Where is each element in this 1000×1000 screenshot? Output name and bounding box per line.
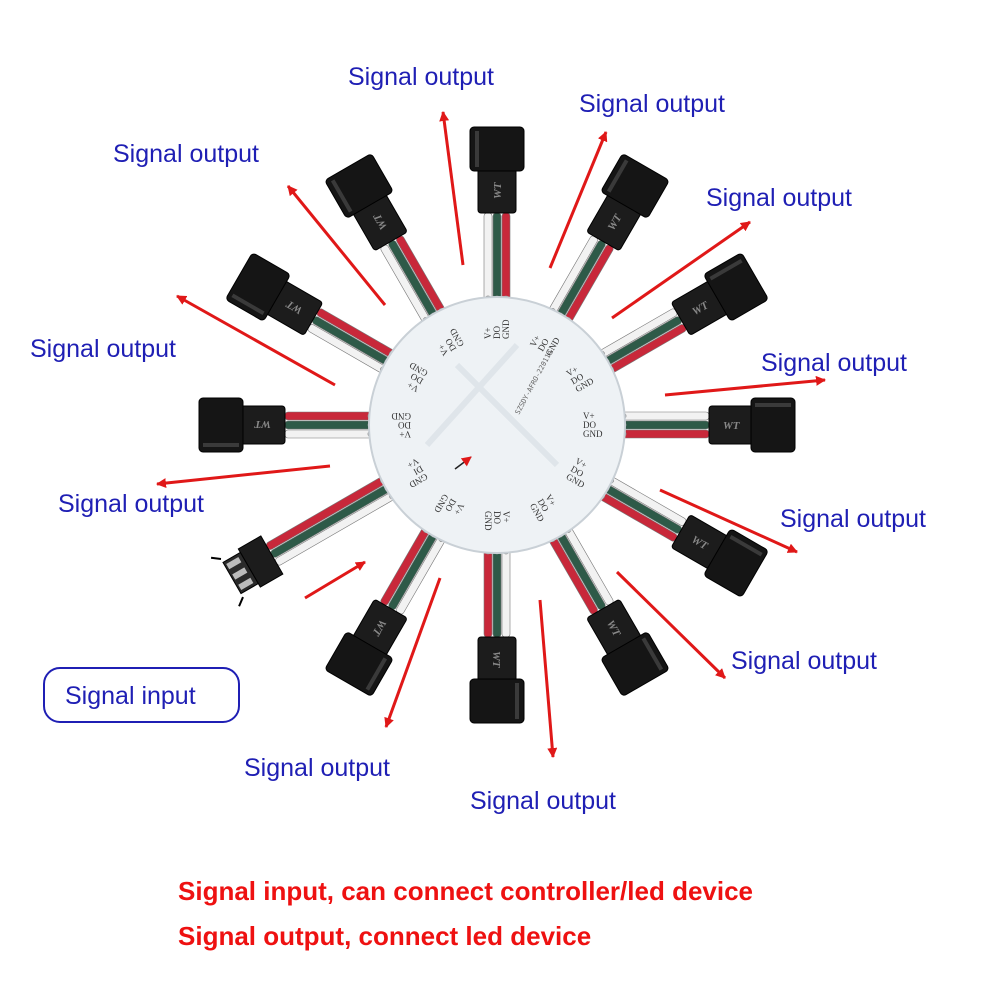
output-arrow (548, 131, 608, 269)
output-connector: WT (198, 397, 286, 453)
cable-bottom-left-1: WT (325, 515, 452, 696)
output-connector: WT (671, 515, 768, 597)
input-header-connector (210, 535, 284, 607)
pin-label: GND (501, 319, 511, 339)
pin-label: DI (412, 464, 425, 477)
pin-label: GND (583, 429, 603, 439)
pin-label: V+ (399, 429, 411, 439)
label-signal-output-left: Signal output (58, 490, 204, 518)
output-arrow (611, 220, 751, 320)
pin-label: DO (398, 420, 411, 430)
cable-top-left-1: WT (226, 253, 407, 380)
pin-label: GND (483, 511, 493, 531)
pin-label: GND (391, 411, 411, 421)
footer-line-input: Signal input, can connect controller/led… (178, 876, 753, 906)
output-connector: WT (469, 126, 525, 214)
pcb-direction-arrow (454, 456, 472, 470)
footer: Signal input, can connect controller/led… (178, 876, 753, 951)
label-signal-output-bottom-left-1: Signal output (244, 754, 390, 782)
label-signal-output-bottom-right-2: Signal output (731, 647, 877, 675)
pin-label: DO (492, 511, 502, 524)
output-connector: WT (708, 397, 796, 453)
connector-brand-mark: WT (253, 418, 271, 430)
cable-right: WT (607, 397, 796, 453)
cable-left: WT (198, 397, 387, 453)
wire (270, 479, 400, 558)
wire (275, 487, 404, 566)
label-signal-output-top-right-2: Signal output (706, 184, 852, 212)
cable-top-left-2: WT (325, 154, 452, 335)
output-connector: WT (325, 599, 407, 696)
label-signal-output-top-left-1: Signal output (30, 335, 176, 363)
pcb-board (368, 296, 626, 554)
output-connector: WT (587, 599, 669, 696)
output-arrow (439, 111, 465, 266)
output-arrow (659, 488, 798, 554)
output-connector: WT (226, 253, 323, 335)
pin-label: DO (492, 326, 502, 339)
connector-brand-mark: WT (490, 651, 502, 669)
arrow-layer (156, 111, 826, 758)
label-signal-input: Signal input (65, 682, 196, 710)
output-arrow (384, 577, 442, 728)
output-arrow (176, 294, 336, 387)
signal-input-box (43, 667, 240, 723)
cable-top: WT (469, 126, 525, 315)
pcb-watermark (424, 342, 560, 468)
connector-brand-mark: WT (492, 181, 504, 199)
label-signal-output-right: Signal output (761, 349, 907, 377)
output-arrow (538, 599, 558, 758)
output-connector: WT (325, 154, 407, 251)
label-signal-output-bottom-right-1: Signal output (780, 505, 926, 533)
output-connector: WT (469, 636, 525, 724)
signal-input-callout: Signal input (43, 667, 240, 723)
pin-label: DO (583, 420, 596, 430)
label-signal-output-top-left-2: Signal output (113, 140, 259, 168)
pin-label: V+ (483, 327, 493, 339)
output-connector: WT (671, 253, 768, 335)
cable-bottom-right-1: WT (587, 470, 768, 597)
label-signal-output-top: Signal output (348, 63, 494, 91)
output-arrow (286, 185, 387, 306)
output-arrow (664, 375, 826, 397)
hub-assembly: WTWTWTWTWTWTWTWTWTWTWTSZSDY-AFRO-220114V… (198, 126, 796, 724)
cable-top-right-1: WT (542, 154, 669, 335)
connector-brand-mark: WT (723, 420, 741, 432)
cable-bottom-left-2 (210, 470, 407, 607)
output-arrow (615, 570, 727, 680)
input-arrow (304, 560, 366, 600)
pin-label: V+ (583, 411, 595, 421)
cable-bottom: WT (469, 535, 525, 724)
label-signal-output-bottom: Signal output (470, 787, 616, 815)
footer-line-output: Signal output, connect led device (178, 921, 591, 951)
output-arrow (156, 464, 331, 489)
label-signal-output-top-right-1: Signal output (579, 90, 725, 118)
output-connector: WT (587, 154, 669, 251)
pin-label: V+ (501, 511, 511, 523)
wire (266, 471, 395, 550)
